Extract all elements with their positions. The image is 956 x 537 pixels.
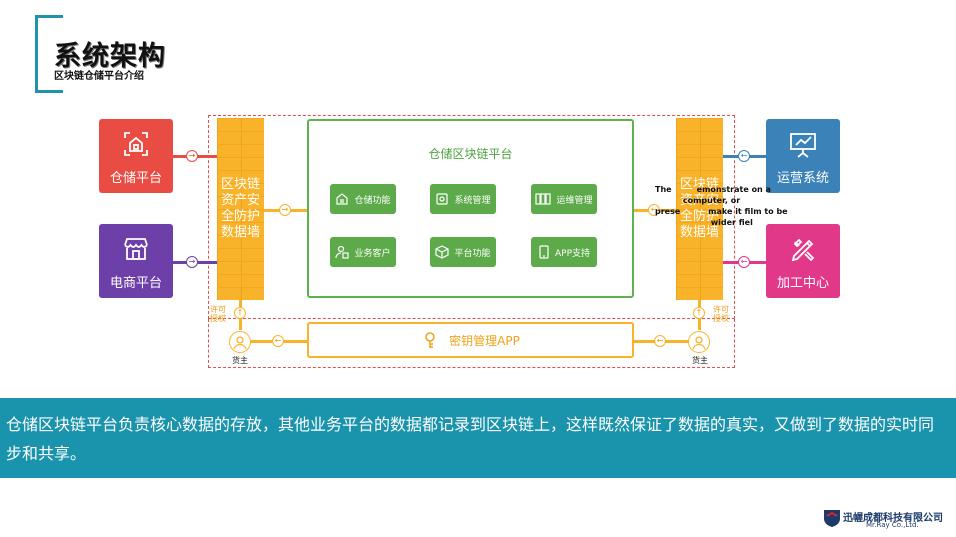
link-node-central-right: ← [648, 204, 660, 216]
system-dashed-outline-top [208, 115, 735, 319]
right-owner-label: 货主 [692, 356, 708, 365]
key-management-app[interactable]: 密钥管理APP [307, 322, 634, 358]
module-storage-label: 仓储功能 [354, 195, 391, 206]
cube-icon [435, 245, 450, 259]
module-business-customers-label: 业务客户 [354, 248, 391, 259]
link-node-ecommerce: → [186, 256, 198, 268]
storage-icon [336, 193, 349, 205]
warehouse-icon [99, 131, 173, 159]
operations-system-box[interactable]: 运营系统 [766, 119, 840, 193]
person-icon [692, 336, 706, 350]
overflow-placeholder-text: The emonstrate on a computer, or prese m… [655, 185, 788, 227]
module-ops-management-label: 运维管理 [556, 195, 593, 206]
system-dashed-outline-bottom [208, 319, 735, 368]
module-business-customers[interactable]: 业务客户 [330, 237, 396, 267]
warehouse-platform-box[interactable]: 仓储平台 [99, 119, 173, 193]
server-icon [535, 193, 552, 205]
settings-icon [436, 193, 449, 205]
description-text: 仓储区块链平台负责核心数据的存放，其他业务平台的数据都记录到区块链上，这样既然保… [6, 415, 935, 463]
tools-icon [766, 236, 840, 264]
page-title: 系统架构 [54, 41, 166, 72]
link-node-right-keybar: ← [654, 335, 666, 347]
central-platform-title: 仓储区块链平台 [428, 147, 513, 161]
link-node-operations: ← [738, 150, 750, 162]
ecommerce-platform-box[interactable]: 电商平台 [99, 224, 173, 298]
module-system-management[interactable]: 系统管理 [430, 184, 496, 214]
title-bracket [35, 15, 63, 93]
link-node-warehouse: → [186, 150, 198, 162]
operations-system-label: 运营系统 [776, 171, 829, 186]
link-node-right-owner: ↑ [693, 307, 705, 319]
right-firewall-text: 区块链 资产安 全防护 数据墙 [679, 177, 719, 240]
left-permit-label: 许可授权 [210, 305, 226, 323]
presentation-icon [766, 131, 840, 159]
right-firewall [676, 118, 723, 300]
left-firewall-text: 区块链 资产安 全防护 数据墙 [220, 177, 260, 240]
description-banner: 仓储区块链平台负责核心数据的存放，其他业务平台的数据都记录到区块链上，这样既然保… [0, 398, 956, 478]
module-app-support-label: APP支持 [554, 248, 590, 259]
warehouse-platform-label: 仓储平台 [109, 171, 162, 186]
right-permit-label: 许可授权 [713, 305, 729, 323]
right-owner-avatar [688, 331, 710, 353]
left-owner-label: 货主 [232, 356, 248, 365]
link-node-left-central: → [279, 204, 291, 216]
link-node-left-owner: ↑ [234, 307, 246, 319]
link-node-processing: ← [738, 256, 750, 268]
company-logo-icon [823, 508, 841, 532]
left-owner-avatar [229, 331, 251, 353]
module-storage[interactable]: 仓储功能 [330, 184, 396, 214]
left-firewall [217, 118, 264, 300]
page-subtitle: 区块链仓储平台介绍 [54, 71, 144, 82]
ecommerce-platform-label: 电商平台 [109, 276, 162, 291]
processing-center-label: 加工中心 [776, 276, 829, 291]
company-name: 迅幄成都科技有限公司 [843, 513, 943, 524]
module-system-management-label: 系统管理 [454, 195, 491, 206]
company-english-name: Mr.Ray Co.,Ltd. [866, 521, 919, 529]
phone-icon [539, 245, 549, 259]
key-icon [425, 332, 435, 348]
person-icon [233, 336, 247, 350]
shop-icon [99, 236, 173, 264]
link-node-left-keybar: ← [272, 335, 284, 347]
module-platform-functions-label: 平台功能 [454, 248, 491, 259]
customer-icon [335, 245, 350, 259]
processing-center-box[interactable]: 加工中心 [766, 224, 840, 298]
key-management-label: 密钥管理APP [449, 333, 520, 348]
module-app-support[interactable]: APP支持 [531, 237, 597, 267]
module-platform-functions[interactable]: 平台功能 [430, 237, 496, 267]
module-ops-management[interactable]: 运维管理 [531, 184, 597, 214]
